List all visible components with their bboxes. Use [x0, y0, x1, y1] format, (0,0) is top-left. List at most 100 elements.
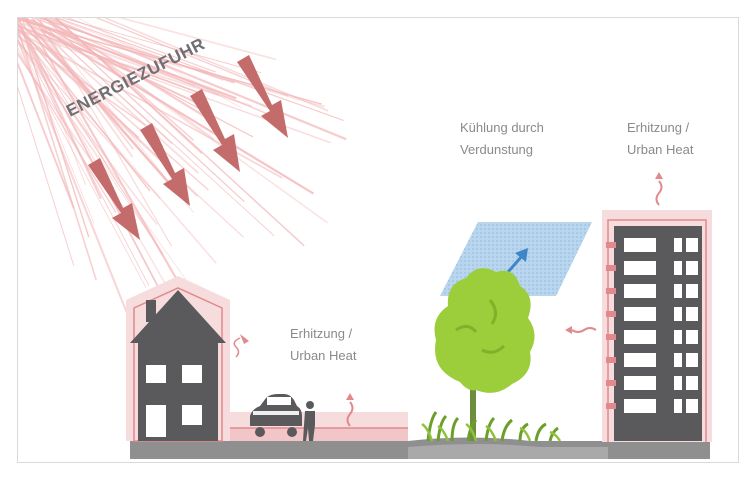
- sun-ray: [18, 39, 164, 255]
- heat-wave-icon: [655, 172, 663, 179]
- highrise-window: [686, 284, 698, 298]
- cooling-label-line2: Verdunstung: [460, 142, 534, 157]
- sun-rays-icon: [18, 18, 347, 354]
- building-heat-label-line1: Erhitzung /: [627, 120, 690, 135]
- house-heat-label-line2: Urban Heat: [290, 348, 357, 363]
- energy-arrow: [237, 55, 288, 138]
- sun-ray: [53, 18, 224, 81]
- sun-ray: [37, 18, 235, 84]
- person-icon: [303, 401, 315, 441]
- sun-ray: [18, 18, 326, 108]
- highrise-window: [686, 330, 698, 344]
- sun-ray: [42, 18, 328, 224]
- energy-arrow: [140, 123, 190, 206]
- heat-wave-icon: [240, 334, 249, 344]
- sun-ray: [18, 86, 75, 266]
- highrise-window: [624, 284, 656, 298]
- energy-arrow: [88, 158, 140, 240]
- highrise-balconies: [606, 242, 616, 409]
- sun-ray: [18, 25, 203, 95]
- highrise-window: [686, 376, 698, 390]
- ground: [130, 437, 710, 459]
- highrise-window: [624, 238, 656, 252]
- highrise-balcony: [606, 357, 616, 363]
- highrise-window: [674, 284, 682, 298]
- car-icon: [250, 394, 302, 437]
- tree-icon: [421, 268, 562, 442]
- energy-arrows: [88, 55, 288, 240]
- sun-ray: [24, 18, 182, 287]
- house-heat-label: Erhitzung / Urban Heat: [290, 323, 356, 367]
- highrise-icon: [602, 210, 712, 442]
- heat-wave-icon: [346, 393, 354, 400]
- sun-ray: [18, 42, 200, 298]
- heat-wave-icons: [233, 172, 663, 427]
- sun-ray: [18, 61, 75, 209]
- highrise-windows: [624, 238, 698, 413]
- house-heat-label-line1: Erhitzung /: [290, 326, 353, 341]
- sun-ray: [40, 28, 205, 108]
- highrise-balcony: [606, 380, 616, 386]
- sun-ray: [18, 23, 151, 192]
- highrise-window: [674, 238, 682, 252]
- energy-arrow: [190, 89, 240, 172]
- sun-ray: [18, 51, 117, 213]
- sun-ray: [43, 18, 245, 203]
- sun-ray: [118, 18, 277, 61]
- highrise-window: [686, 307, 698, 321]
- diagram-frame: ENERGIEZUFUHR: [17, 17, 739, 463]
- highrise-window: [624, 376, 656, 390]
- highrise-window: [674, 261, 682, 275]
- sun-ray: [56, 18, 344, 122]
- highrise-window: [674, 399, 682, 413]
- highrise-window: [686, 353, 698, 367]
- highrise-balcony: [606, 288, 616, 294]
- sun-ray: [18, 18, 237, 100]
- highrise-window: [674, 307, 682, 321]
- sun-ray: [18, 39, 158, 226]
- sun-ray: [54, 18, 203, 155]
- highrise-balcony: [606, 403, 616, 409]
- heat-wave-icon: [233, 337, 241, 358]
- sun-ray: [24, 18, 199, 174]
- highrise-balcony: [606, 265, 616, 271]
- highrise-window: [624, 399, 656, 413]
- highrise-window: [624, 307, 656, 321]
- sun-ray: [18, 28, 244, 238]
- sun-ray: [18, 47, 147, 288]
- building-heat-label-line2: Urban Heat: [627, 142, 694, 157]
- sun-ray: [18, 19, 102, 200]
- sun-ray: [18, 32, 217, 264]
- sun-ray: [25, 18, 169, 183]
- sun-ray: [23, 18, 219, 96]
- sun-ray: [18, 18, 90, 238]
- urban-heat-diagram: ENERGIEZUFUHR: [18, 18, 712, 459]
- heat-wave-icon: [346, 401, 354, 427]
- highrise-balcony: [606, 311, 616, 317]
- sun-ray: [21, 25, 209, 191]
- highrise-window: [624, 261, 656, 275]
- highrise-window: [686, 399, 698, 413]
- sun-ray: [18, 31, 95, 225]
- highrise-window: [674, 376, 682, 390]
- heat-wave-icon: [655, 180, 663, 206]
- highrise-balcony: [606, 334, 616, 340]
- highrise-balcony: [606, 242, 616, 248]
- sun-ray: [36, 18, 195, 213]
- sun-ray: [66, 18, 216, 73]
- house-icon: [126, 276, 230, 442]
- cooling-label: Kühlung durch Verdunstung: [460, 117, 544, 161]
- cooling-label-line1: Kühlung durch: [460, 120, 544, 135]
- sun-ray: [42, 18, 218, 125]
- highrise-window: [686, 238, 698, 252]
- heat-wave-icon: [571, 327, 597, 333]
- highrise-window: [624, 330, 656, 344]
- highrise-window: [674, 353, 682, 367]
- sun-ray: [61, 18, 262, 74]
- highrise-window: [624, 353, 656, 367]
- highrise-window: [686, 261, 698, 275]
- heat-wave-icon: [565, 326, 572, 334]
- sun-ray: [103, 18, 329, 112]
- sun-ray: [22, 18, 109, 169]
- building-heat-label: Erhitzung / Urban Heat: [627, 117, 693, 161]
